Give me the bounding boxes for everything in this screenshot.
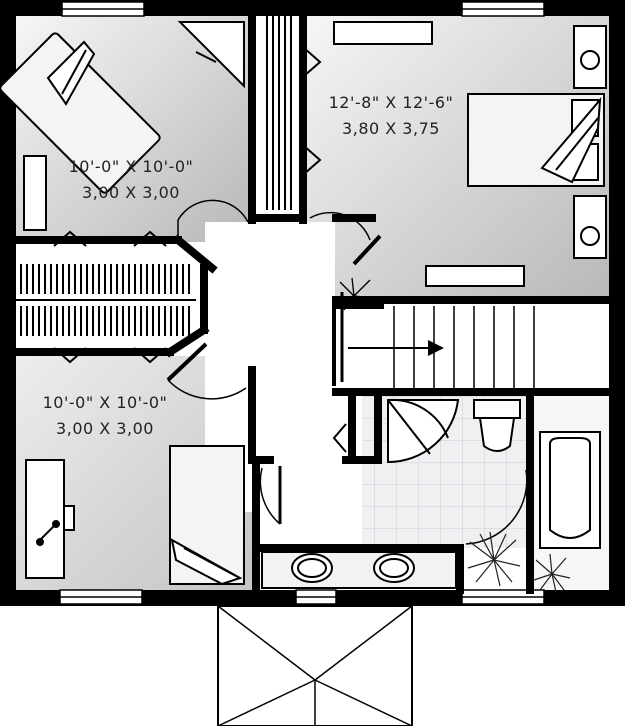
plant-icon bbox=[467, 531, 571, 593]
porch-roof bbox=[217, 605, 413, 726]
room-dimensions-bottom-left: 10'-0" X 10'-0" 3,00 X 3,00 bbox=[20, 390, 190, 442]
bathtub-icon bbox=[539, 431, 601, 549]
closet-rod-icon bbox=[262, 16, 292, 210]
plant-icon bbox=[337, 277, 375, 311]
nightstand bbox=[573, 25, 607, 259]
room-dim-imperial: 10'-0" X 10'-0" bbox=[68, 157, 194, 176]
room-dimensions-top-left: 10'-0" X 10'-0" 3,00 X 3,00 bbox=[46, 154, 216, 206]
room-dim-imperial: 10'-0" X 10'-0" bbox=[42, 393, 168, 412]
closet-rod-icon bbox=[16, 306, 192, 336]
bench bbox=[425, 265, 525, 287]
chair-icon bbox=[36, 505, 75, 546]
bed-icon bbox=[169, 445, 245, 586]
toilet-icon bbox=[473, 399, 521, 452]
bed-icon bbox=[0, 32, 161, 194]
room-dim-metric: 3,80 X 3,75 bbox=[342, 119, 440, 138]
room-dimensions-master: 12'-8" X 12'-6" 3,80 X 3,75 bbox=[306, 90, 476, 142]
door-swing-icon bbox=[53, 47, 347, 453]
sink-icon bbox=[261, 551, 457, 589]
interior-walls bbox=[12, 12, 613, 594]
dresser bbox=[333, 21, 433, 45]
bed-icon bbox=[467, 93, 605, 187]
room-dim-imperial: 12'-8" X 12'-6" bbox=[328, 93, 454, 112]
window-icon bbox=[59, 1, 545, 605]
door-swing-icon bbox=[166, 199, 528, 545]
desk-icon bbox=[177, 21, 245, 89]
room-dim-metric: 3,00 X 3,00 bbox=[56, 419, 154, 438]
desk-icon bbox=[25, 459, 65, 579]
closet-rod-icon bbox=[16, 264, 192, 294]
staircase bbox=[336, 292, 609, 388]
room-dim-metric: 3,00 X 3,00 bbox=[82, 183, 180, 202]
dresser bbox=[23, 155, 47, 231]
linen-closet bbox=[387, 398, 460, 464]
stair-arrow-icon bbox=[348, 340, 444, 356]
